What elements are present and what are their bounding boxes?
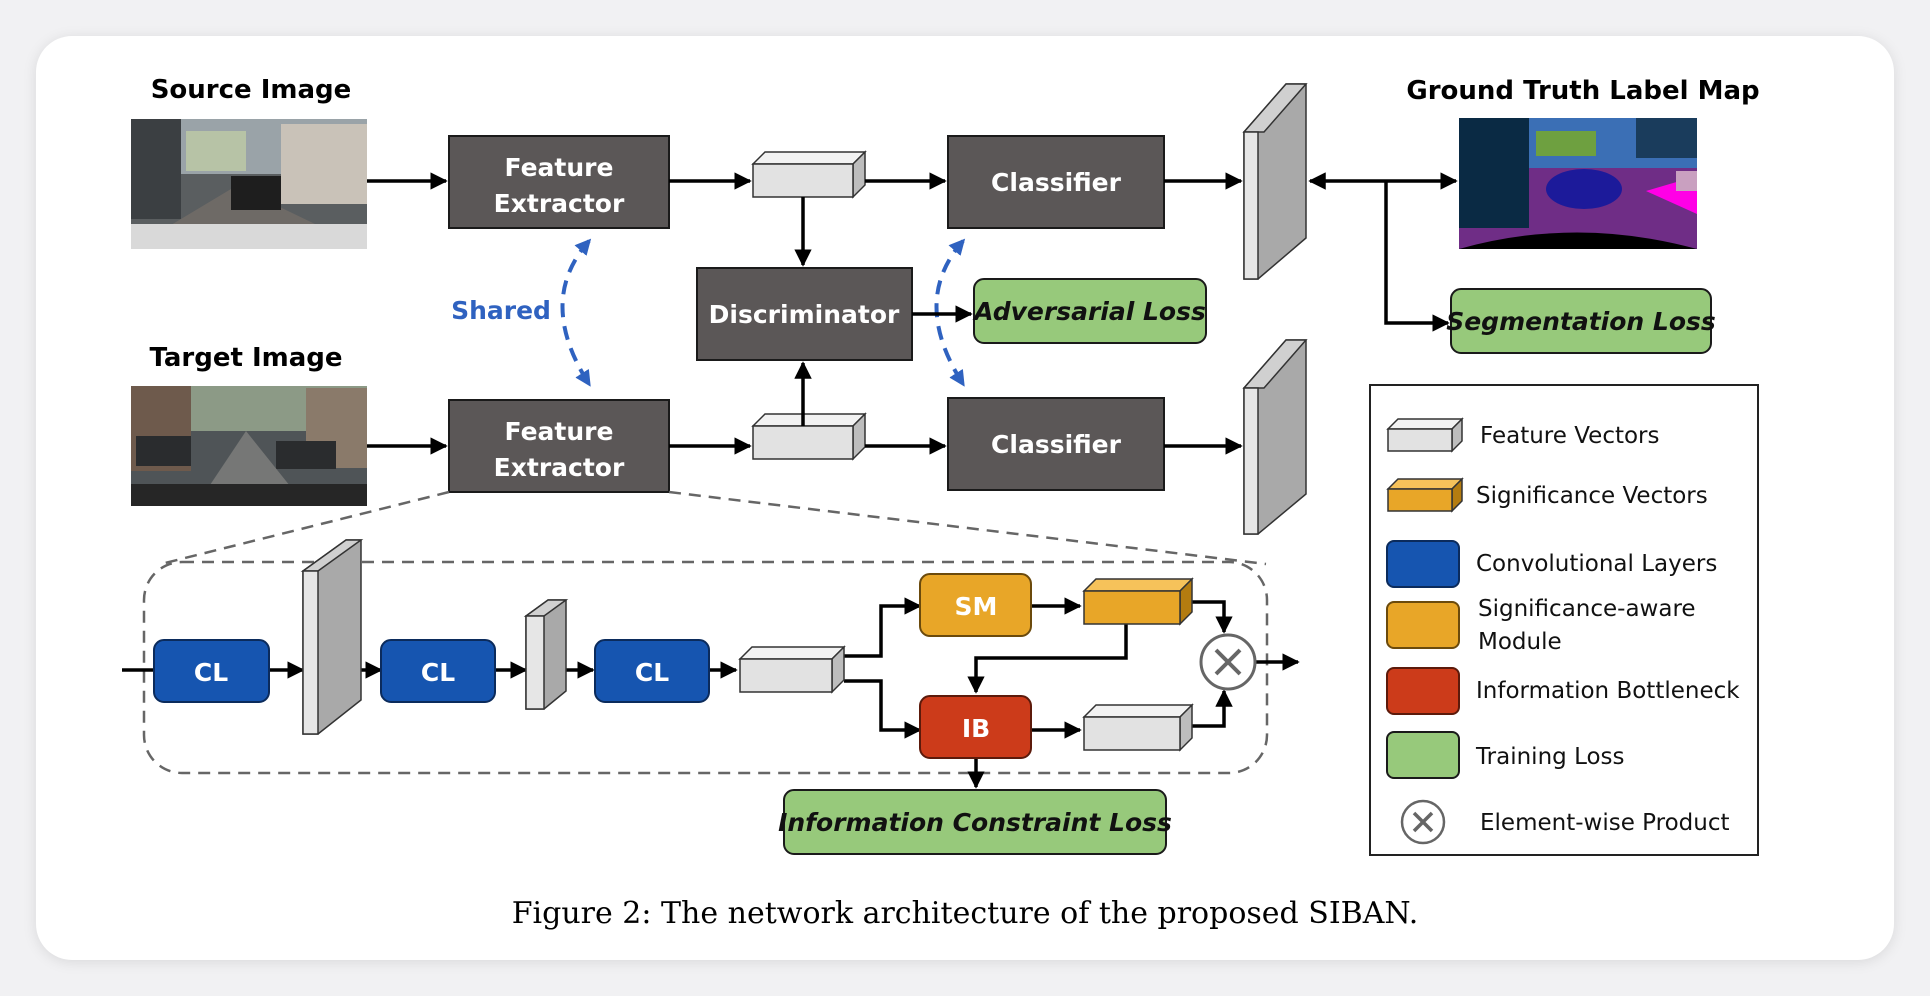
svg-text:Segmentation Loss: Segmentation Loss: [1446, 307, 1716, 336]
svg-text:Information Constraint Loss: Information Constraint Loss: [778, 808, 1172, 837]
target-image-title: Target Image: [149, 343, 342, 373]
svg-text:Adversarial Loss: Adversarial Loss: [972, 297, 1206, 326]
svg-text:Training Loss: Training Loss: [1475, 744, 1625, 770]
cl-block-1: CL: [153, 639, 270, 703]
flow-arrows: [367, 172, 1458, 455]
source-image: [131, 119, 367, 249]
shared-label: Shared: [451, 296, 551, 325]
adversarial-loss: Adversarial Loss: [972, 278, 1207, 344]
svg-text:Classifier: Classifier: [991, 168, 1122, 197]
classifier-source: Classifier: [947, 135, 1165, 229]
segmentation-loss: Segmentation Loss: [1446, 288, 1716, 354]
svg-text:Classifier: Classifier: [991, 430, 1122, 459]
svg-text:Module: Module: [1478, 629, 1562, 655]
feature-map-medium: [523, 599, 569, 710]
information-constraint-loss: Information Constraint Loss: [778, 789, 1172, 855]
significance-vector-detail: [1082, 577, 1194, 626]
output-map-source: [1242, 83, 1308, 280]
svg-text:Element-wise Product: Element-wise Product: [1480, 810, 1730, 836]
svg-text:Significance Vectors: Significance Vectors: [1476, 483, 1708, 509]
svg-text:Extractor: Extractor: [494, 453, 625, 482]
svg-text:SM: SM: [955, 592, 998, 621]
figure-card: Source Image Target Image Ground Truth L…: [36, 36, 1894, 960]
feature-vector-source: [751, 150, 867, 199]
feature-extractor-target: Feature Extractor: [448, 399, 670, 493]
svg-text:CL: CL: [635, 658, 669, 687]
svg-text:CL: CL: [194, 658, 228, 687]
legend-elementwise-product: Element-wise Product: [1400, 799, 1730, 845]
legend-conv-layers: Convolutional Layers: [1386, 540, 1717, 588]
legend-information-bottleneck: Information Bottleneck: [1386, 667, 1740, 715]
classifier-shared-arc: [934, 238, 966, 387]
svg-text:Feature Vectors: Feature Vectors: [1480, 423, 1660, 449]
zoom-lines: [160, 490, 1267, 566]
detail-arrows: [122, 597, 1300, 789]
feature-extractor-source: Feature Extractor: [448, 135, 670, 229]
feature-vector-target: [751, 412, 867, 461]
svg-text:Significance-aware: Significance-aware: [1478, 596, 1696, 622]
classifier-target: Classifier: [947, 397, 1165, 491]
ib-block: IB: [919, 695, 1032, 759]
svg-text:Convolutional Layers: Convolutional Layers: [1476, 551, 1717, 577]
svg-text:IB: IB: [962, 714, 990, 743]
shared-arc: [560, 238, 592, 387]
figure-caption: Figure 2: The network architecture of th…: [512, 896, 1419, 931]
detail-panel: [142, 560, 1269, 775]
output-map-target: [1242, 339, 1308, 535]
feature-map-large: [300, 539, 364, 735]
architecture-diagram: Source Image Target Image Ground Truth L…: [122, 75, 1760, 931]
cl-block-2: CL: [380, 639, 496, 703]
feature-vector-detail: [738, 645, 846, 694]
legend-training-loss: Training Loss: [1386, 731, 1625, 779]
svg-text:Extractor: Extractor: [494, 189, 625, 218]
svg-text:Feature: Feature: [505, 153, 614, 182]
legend-sam: Significance-aware Module: [1386, 596, 1696, 655]
target-image: [131, 386, 367, 506]
svg-text:Feature: Feature: [505, 417, 614, 446]
legend: Feature Vectors Significance Vectors Con…: [1369, 384, 1759, 856]
cl-block-3: CL: [594, 639, 710, 703]
discriminator-block: Discriminator: [696, 267, 913, 361]
source-image-title: Source Image: [151, 75, 352, 105]
sm-block: SM: [919, 573, 1032, 637]
svg-text:Discriminator: Discriminator: [709, 300, 900, 329]
ground-truth-label-map: [1459, 118, 1697, 249]
svg-text:CL: CL: [421, 658, 455, 687]
legend-feature-vectors: Feature Vectors: [1386, 417, 1660, 453]
legend-significance-vectors: Significance Vectors: [1386, 477, 1708, 513]
elementwise-product-icon: [1199, 633, 1257, 691]
ground-truth-title: Ground Truth Label Map: [1406, 76, 1759, 106]
feature-vector-ib: [1082, 703, 1194, 752]
svg-text:Information Bottleneck: Information Bottleneck: [1476, 678, 1740, 704]
